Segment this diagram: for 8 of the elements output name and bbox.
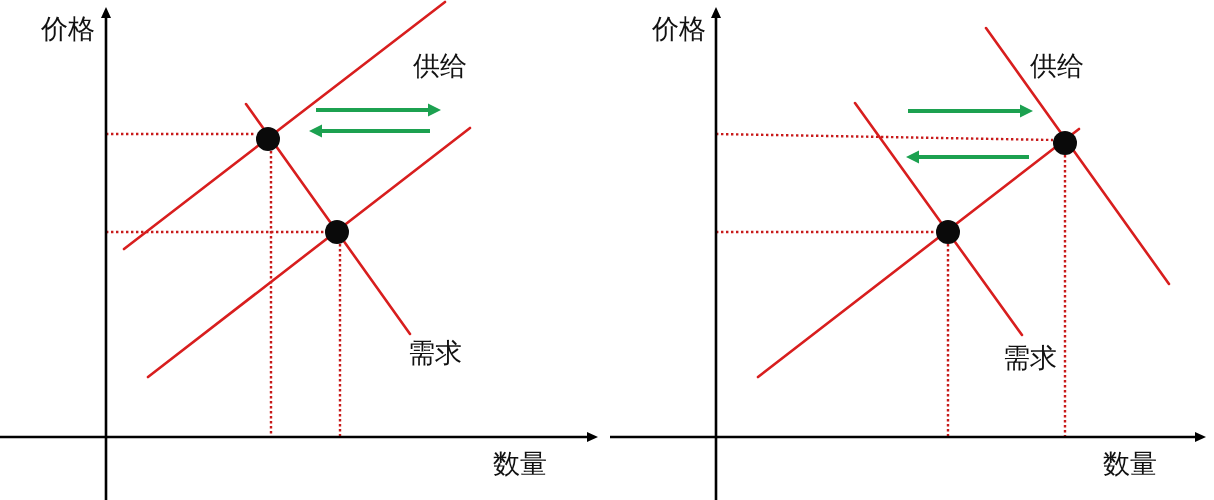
axis-label: 价格: [41, 15, 95, 42]
curve-label: 需求: [1003, 344, 1057, 371]
curve-label: 供给: [413, 52, 467, 79]
axis-label: 数量: [493, 450, 547, 477]
curve-label: 需求: [408, 339, 462, 366]
curve-label: 供给: [1030, 52, 1084, 79]
axis-label: 价格: [652, 15, 706, 42]
axis-label: 数量: [1103, 450, 1157, 477]
